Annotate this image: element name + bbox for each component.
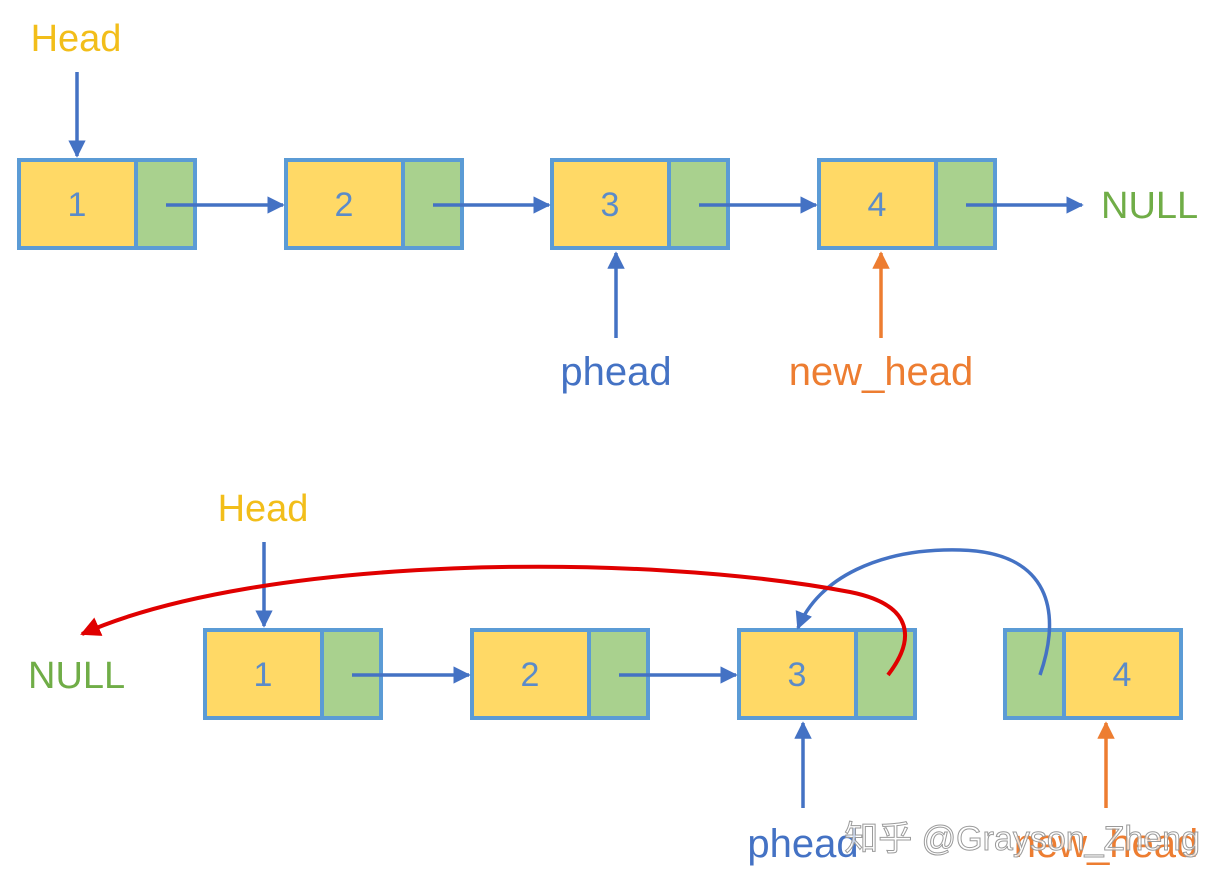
- top-phead-label: phead: [560, 350, 671, 394]
- bottom-node-1-value: 1: [254, 656, 273, 694]
- bottom-head-label: Head: [218, 488, 309, 530]
- bottom-node-4-value: 4: [1113, 656, 1132, 694]
- top-node-4-value: 4: [868, 186, 887, 224]
- bottom-new-head-label: new_head: [1014, 822, 1199, 866]
- bottom-node-3-value: 3: [788, 656, 807, 694]
- bottom-phead-label: phead: [747, 822, 858, 866]
- top-node-1-value: 1: [68, 186, 87, 224]
- bottom-list: Head 1 2 3 4 NULL: [28, 488, 1198, 866]
- top-list: Head 1 2 3 4 NULL: [17, 18, 1198, 394]
- top-node-1: 1: [17, 158, 197, 250]
- top-new-head-label: new_head: [789, 350, 974, 394]
- bottom-node-2: 2: [470, 628, 650, 720]
- bottom-null-label: NULL: [28, 655, 125, 697]
- top-null-label: NULL: [1101, 185, 1198, 227]
- top-head-label: Head: [31, 18, 122, 60]
- bottom-node-4: 4: [1003, 628, 1183, 720]
- bottom-arrow-3-to-null: [80, 564, 908, 677]
- top-node-3-value: 3: [601, 186, 620, 224]
- watermark-text: 知乎 @Grayson_Zheng: [844, 820, 1200, 858]
- top-node-3: 3: [550, 158, 730, 250]
- bottom-node-3: 3: [737, 628, 917, 720]
- top-node-2-value: 2: [335, 186, 354, 224]
- bottom-node-2-value: 2: [521, 656, 540, 694]
